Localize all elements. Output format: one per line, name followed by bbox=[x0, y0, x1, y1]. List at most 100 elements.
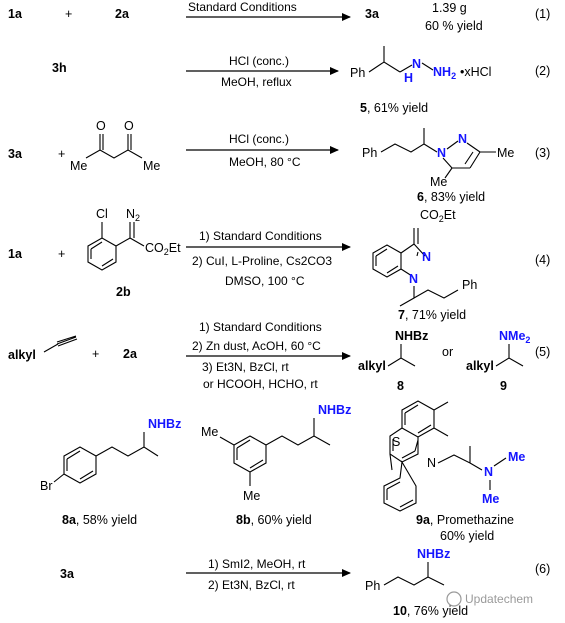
conditions-line-1: 1) Standard Conditions bbox=[199, 320, 322, 334]
phenothiazine-core bbox=[383, 400, 449, 512]
reactant-2a: 2a bbox=[115, 7, 130, 21]
equation-number: (5) bbox=[535, 345, 550, 359]
phenyl-label: Ph bbox=[365, 579, 380, 593]
reaction-1: 1a + 2a Standard Conditions 3a 1.39 g 60… bbox=[8, 0, 550, 33]
n-atom: N bbox=[412, 57, 421, 71]
conditions-line-2: MeOH, 80 °C bbox=[229, 155, 301, 169]
n-methyl-bonds bbox=[489, 457, 507, 490]
product-7-caption: 7, 71% yield bbox=[398, 308, 466, 322]
product-10-bonds bbox=[383, 562, 445, 586]
diazo-group: N2 bbox=[126, 207, 140, 223]
methyl-label: Me bbox=[143, 159, 160, 173]
nhbz-group: NHBz bbox=[318, 403, 351, 417]
dimethylamino-n: N bbox=[484, 465, 493, 479]
wechat-logo-icon bbox=[446, 591, 462, 607]
indazole-n2: N bbox=[422, 250, 431, 264]
conditions-line-2: MeOH, reflux bbox=[221, 75, 292, 89]
product-6-caption: 6, 83% yield bbox=[417, 190, 485, 204]
watermark: Updatechem bbox=[446, 591, 533, 607]
conditions-line-3: 3) Et3N, BzCl, rt bbox=[202, 360, 289, 374]
alkyl-label: alkyl bbox=[358, 359, 386, 373]
or-label: or bbox=[442, 345, 453, 359]
n-n-bond bbox=[421, 62, 434, 71]
nhbz-group: NHBz bbox=[417, 547, 450, 561]
sulfur-atom: S bbox=[392, 435, 400, 449]
conditions-line-1: 1) Standard Conditions bbox=[199, 229, 322, 243]
reactant-2a: 2a bbox=[123, 347, 138, 361]
example-9a: S N N Me Me 9a, Promethazine 60% yield bbox=[383, 400, 525, 543]
plus-sign: + bbox=[58, 247, 65, 261]
chlorine-atom: Cl bbox=[96, 207, 108, 221]
phenyl-label: Ph bbox=[350, 66, 365, 80]
conditions-line-1: HCl (conc.) bbox=[229, 132, 289, 146]
example-8b: NHBz Me Me 8b, 60% yield bbox=[201, 403, 351, 527]
reaction-4: 1a + Cl N2 CO2Et 2b 1) Standard Conditio… bbox=[8, 207, 550, 322]
oxygen-atom: O bbox=[96, 119, 106, 133]
nhbz-group: NHBz bbox=[148, 417, 181, 431]
conditions-line-1: Standard Conditions bbox=[188, 0, 297, 14]
plus-sign: + bbox=[58, 147, 65, 161]
9a-chain bbox=[437, 446, 483, 471]
reaction-5: alkyl + 2a 1) Standard Conditions 2) Zn … bbox=[8, 320, 550, 393]
reactant-3h: 3h bbox=[52, 61, 67, 75]
product-mass: 1.39 g bbox=[432, 1, 467, 15]
conditions-line-1: 1) SmI2, MeOH, rt bbox=[208, 557, 306, 571]
methyl-label: Me bbox=[482, 492, 499, 506]
nme2-group: NMe2 bbox=[499, 329, 530, 345]
alkyl-label: alkyl bbox=[8, 348, 36, 362]
8a-skeleton bbox=[53, 432, 159, 484]
terminal-alkyne bbox=[43, 335, 78, 353]
oxygen-atom: O bbox=[124, 119, 134, 133]
indazole-ring bbox=[372, 228, 426, 278]
ester-group: CO2Et bbox=[145, 241, 181, 257]
equation-number: (1) bbox=[535, 7, 550, 21]
indazole-n1: N bbox=[409, 272, 418, 286]
methyl-label: Me bbox=[243, 489, 260, 503]
methyl-label: Me bbox=[70, 159, 87, 173]
plus-sign: + bbox=[65, 7, 72, 21]
reaction-3: 3a + O O Me Me HCl (conc.) MeOH, 80 °C P… bbox=[8, 119, 550, 204]
product-8-bonds bbox=[387, 344, 416, 367]
equation-number: (3) bbox=[535, 146, 550, 160]
phenyl-label: Ph bbox=[462, 278, 477, 292]
product-yield: 60 % yield bbox=[425, 19, 483, 33]
product-9-label: 9 bbox=[500, 379, 507, 393]
conditions-line-1: HCl (conc.) bbox=[229, 54, 289, 68]
8a-caption: 8a, 58% yield bbox=[62, 513, 137, 527]
8b-caption: 8b, 60% yield bbox=[236, 513, 312, 527]
watermark-text: Updatechem bbox=[465, 592, 533, 606]
reagent-2b: 2b bbox=[116, 285, 131, 299]
bromine-atom: Br bbox=[40, 479, 53, 493]
acetylacetone-bonds bbox=[85, 134, 143, 159]
nitrogen-atom: N bbox=[427, 456, 436, 470]
plus-sign: + bbox=[92, 347, 99, 361]
product-5-caption: 5, 61% yield bbox=[360, 101, 428, 115]
hcl-salt-label: •xHCl bbox=[460, 65, 491, 79]
example-8a: NHBz Br 8a, 58% yield bbox=[40, 417, 181, 527]
alkyl-label: alkyl bbox=[466, 359, 494, 373]
methyl-label: Me bbox=[497, 146, 514, 160]
product-3a: 3a bbox=[365, 7, 380, 21]
conditions-line-4: or HCOOH, HCHO, rt bbox=[203, 377, 318, 391]
methyl-label: Me bbox=[430, 175, 447, 189]
nhbz-group: NHBz bbox=[395, 329, 428, 343]
conditions-line-3: DMSO, 100 °C bbox=[225, 274, 305, 288]
product-8-label: 8 bbox=[397, 379, 404, 393]
phenyl-label: Ph bbox=[362, 146, 377, 160]
reaction-6: 3a 1) SmI2, MeOH, rt 2) Et3N, BzCl, rt P… bbox=[60, 547, 550, 618]
8b-skeleton bbox=[219, 418, 331, 486]
product-9-bonds bbox=[495, 344, 524, 367]
product-7-chain bbox=[399, 286, 459, 307]
9a-caption: 9a, Promethazine bbox=[416, 513, 514, 527]
methyl-label: Me bbox=[508, 450, 525, 464]
reactant-1a: 1a bbox=[8, 7, 23, 21]
equation-number: (4) bbox=[535, 253, 550, 267]
product-6-chain bbox=[380, 128, 438, 153]
reactant-3a: 3a bbox=[60, 567, 75, 581]
methyl-label: Me bbox=[201, 425, 218, 439]
reactant-1a: 1a bbox=[8, 247, 23, 261]
conditions-line-2: 2) Zn dust, AcOH, 60 °C bbox=[192, 339, 321, 353]
diazo-ester-bonds bbox=[87, 222, 145, 271]
product-5-bonds bbox=[368, 46, 413, 73]
